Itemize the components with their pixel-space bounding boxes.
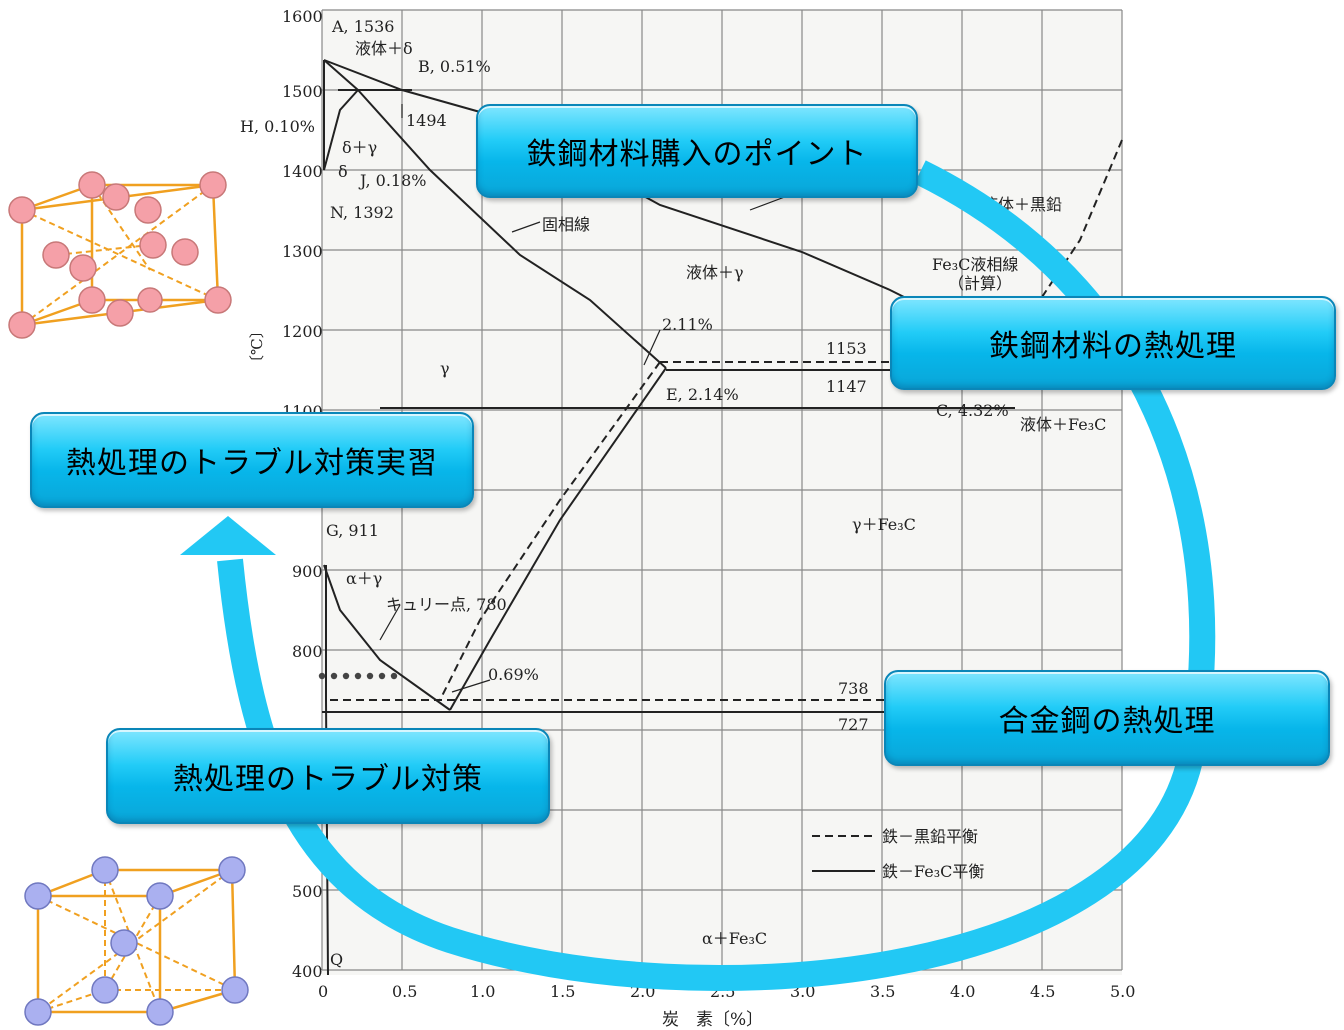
trouble-measures-label: 熱処理のトラブル対策	[173, 762, 483, 797]
x-tick-label: 0.5	[392, 982, 417, 1001]
cycle-arrow	[217, 160, 1216, 991]
y-tick-label: 800	[292, 642, 323, 661]
temp-1494-label: 1494	[406, 111, 447, 130]
phase-lines-fe3c	[322, 59, 1122, 976]
heat-treatment-button[interactable]: 鉄鋼材料の熱処理	[890, 296, 1336, 390]
point-e-label: E, 2.14%	[666, 385, 739, 404]
delta-gamma-label: δ＋γ	[342, 138, 377, 157]
x-axis-label: 炭 素〔%〕	[662, 1010, 763, 1030]
pct-211-label: 2.11%	[662, 315, 713, 334]
gamma-label: γ	[440, 359, 450, 378]
x-tick-label: 5.0	[1110, 982, 1135, 1001]
y-tick-label: 900	[292, 562, 323, 581]
temp-1147-label: 1147	[826, 377, 867, 396]
y-tick-label: 1500	[282, 82, 323, 101]
alloy-heat-treatment-button[interactable]: 合金鋼の熱処理	[884, 670, 1330, 766]
point-g-label: G, 911	[326, 521, 379, 540]
y-axis-label: 〔℃〕	[248, 323, 266, 370]
solidus-label: 固相線	[542, 215, 590, 234]
y-tick-label: 500	[292, 882, 323, 901]
purchase-points-button[interactable]: 鉄鋼材料購入のポイント	[476, 104, 918, 198]
temp-1153-label: 1153	[826, 339, 867, 358]
calc-label: （計算）	[948, 274, 1012, 293]
point-c-label: C, 4.32%	[936, 401, 1009, 420]
curie-point-label: キュリー点, 780	[386, 595, 507, 614]
alpha-gamma-label: α＋γ	[346, 569, 382, 588]
temp-738-label: 738	[838, 679, 869, 698]
x-tick-label: 0	[318, 982, 328, 1001]
y-tick-label: 1200	[282, 322, 323, 341]
pct-069-label: 0.69%	[488, 665, 539, 684]
point-b-label: B, 0.51%	[418, 57, 491, 76]
trouble-practice-label: 熱処理のトラブル対策実習	[66, 446, 438, 481]
trouble-measures-button[interactable]: 熱処理のトラブル対策	[106, 728, 550, 824]
point-n-label: N, 1392	[330, 203, 394, 222]
y-tick-label: 1600	[282, 7, 323, 26]
y-tick-label: 1300	[282, 242, 323, 261]
point-j-label: J, 0.18%	[358, 171, 426, 190]
x-tick-label: 1.0	[470, 982, 495, 1001]
x-tick-label: 4.0	[950, 982, 975, 1001]
temp-727-label: 727	[838, 715, 869, 734]
legend-graphite-label: 鉄－黒鉛平衡	[882, 827, 978, 846]
y-tick-label: 400	[292, 962, 323, 981]
leader-lines	[379, 104, 791, 693]
purchase-points-label: 鉄鋼材料購入のポイント	[526, 137, 868, 172]
gamma-fe3c-label: γ＋Fe₃C	[852, 515, 916, 534]
x-tick-label: 1.5	[550, 982, 575, 1001]
phase-labels: A, 1536 液体＋δ B, 0.51% H, 0.10% 1494 δ＋γ …	[240, 17, 1106, 969]
heat-treatment-label: 鉄鋼材料の熱処理	[989, 329, 1237, 364]
y-tick-label: 1400	[282, 162, 323, 181]
trouble-practice-button[interactable]: 熱処理のトラブル対策実習	[30, 412, 474, 508]
legend-fe3c-label: 鉄－Fe₃C平衡	[882, 862, 984, 881]
alpha-fe3c-label: α＋Fe₃C	[702, 929, 767, 948]
liquid-fe3c-label: 液体＋Fe₃C	[1020, 415, 1106, 434]
delta-label: δ	[338, 162, 348, 181]
fe3c-liquidus-label: Fe₃C液相線	[932, 255, 1018, 274]
curie-dots	[318, 672, 398, 680]
alloy-heat-treatment-label: 合金鋼の熱処理	[998, 704, 1216, 739]
point-a-label: A, 1536	[331, 17, 394, 36]
bcc-lattice-icon	[24, 856, 249, 1026]
point-q-label: Q	[330, 950, 343, 969]
cycle-arrowhead	[180, 516, 276, 555]
liquid-delta-label: 液体＋δ	[355, 39, 413, 58]
x-tick-label: 3.5	[870, 982, 895, 1001]
fcc-lattice-icon	[8, 171, 232, 339]
liquid-gamma-label: 液体＋γ	[686, 263, 744, 282]
x-tick-label: 4.5	[1030, 982, 1055, 1001]
point-h-label: H, 0.10%	[240, 117, 315, 136]
